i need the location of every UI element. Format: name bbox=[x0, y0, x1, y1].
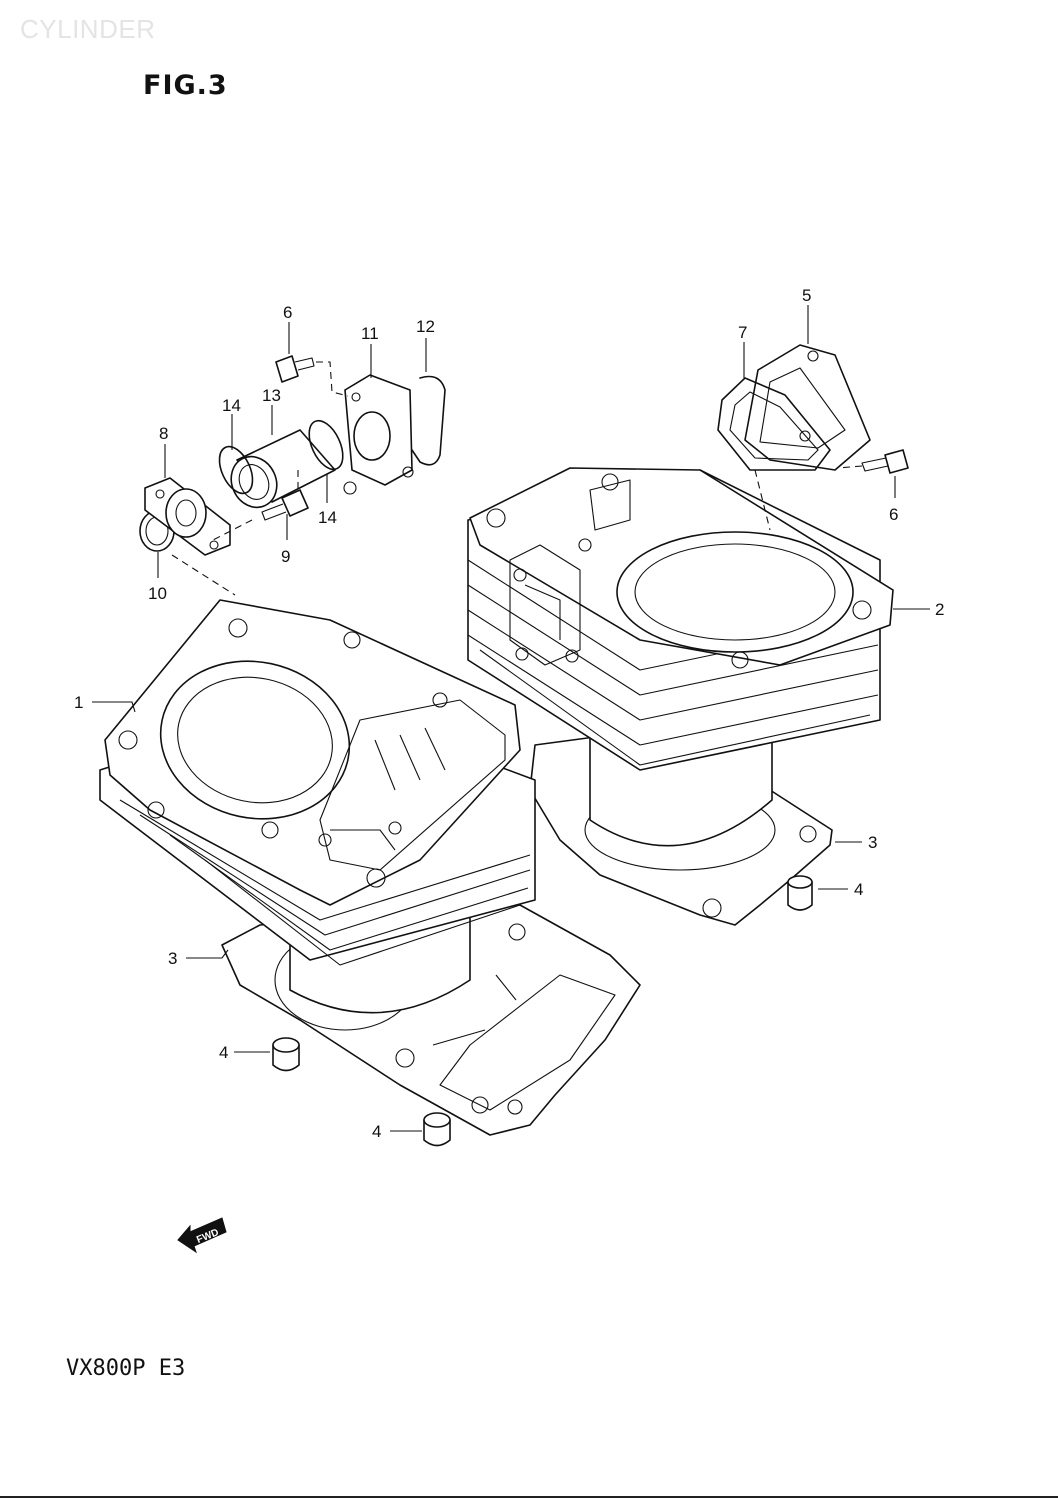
callout-14-right: 14 bbox=[318, 508, 337, 527]
callout-13: 13 bbox=[262, 386, 281, 405]
dowel-pin-rear bbox=[787, 875, 813, 911]
callout-3-front: 3 bbox=[168, 949, 177, 968]
front-cylinder bbox=[99, 599, 641, 1136]
page-bottom-rule bbox=[0, 1496, 1058, 1498]
callout-12: 12 bbox=[416, 317, 435, 336]
dowel-pin-front-upper bbox=[272, 1037, 300, 1072]
callout-5: 5 bbox=[802, 286, 811, 305]
callout-8: 8 bbox=[159, 424, 168, 443]
callout-numbers: 1 2 3 3 4 4 4 5 6 6 7 8 9 10 11 12 13 14… bbox=[74, 286, 944, 1141]
assembly-lines bbox=[171, 361, 863, 596]
callout-10: 10 bbox=[148, 584, 167, 603]
callout-9: 9 bbox=[281, 547, 290, 566]
dowel-pin-front-lower bbox=[423, 1112, 451, 1147]
rear-cylinder bbox=[467, 467, 894, 926]
callout-6-front: 6 bbox=[283, 303, 292, 322]
callout-14-left: 14 bbox=[222, 396, 241, 415]
callout-3-rear: 3 bbox=[868, 833, 877, 852]
section-watermark: CYLINDER bbox=[20, 14, 156, 44]
callout-7: 7 bbox=[738, 323, 747, 342]
callout-4-front-upper: 4 bbox=[219, 1043, 228, 1062]
callout-leaders bbox=[92, 305, 930, 1132]
callout-2: 2 bbox=[935, 600, 944, 619]
water-outlet-assembly-front bbox=[139, 355, 446, 556]
callout-1: 1 bbox=[74, 693, 83, 712]
callout-6-rear: 6 bbox=[889, 505, 898, 524]
callout-11: 11 bbox=[361, 324, 379, 343]
callout-4-front-lower: 4 bbox=[372, 1122, 381, 1141]
callout-4-rear: 4 bbox=[854, 880, 863, 899]
model-code: VX800P E3 bbox=[66, 1356, 186, 1381]
figure-title: FIG.3 bbox=[143, 70, 228, 101]
fwd-arrow-icon: FWD bbox=[177, 1217, 227, 1254]
water-outlet-assembly-rear bbox=[717, 344, 909, 474]
